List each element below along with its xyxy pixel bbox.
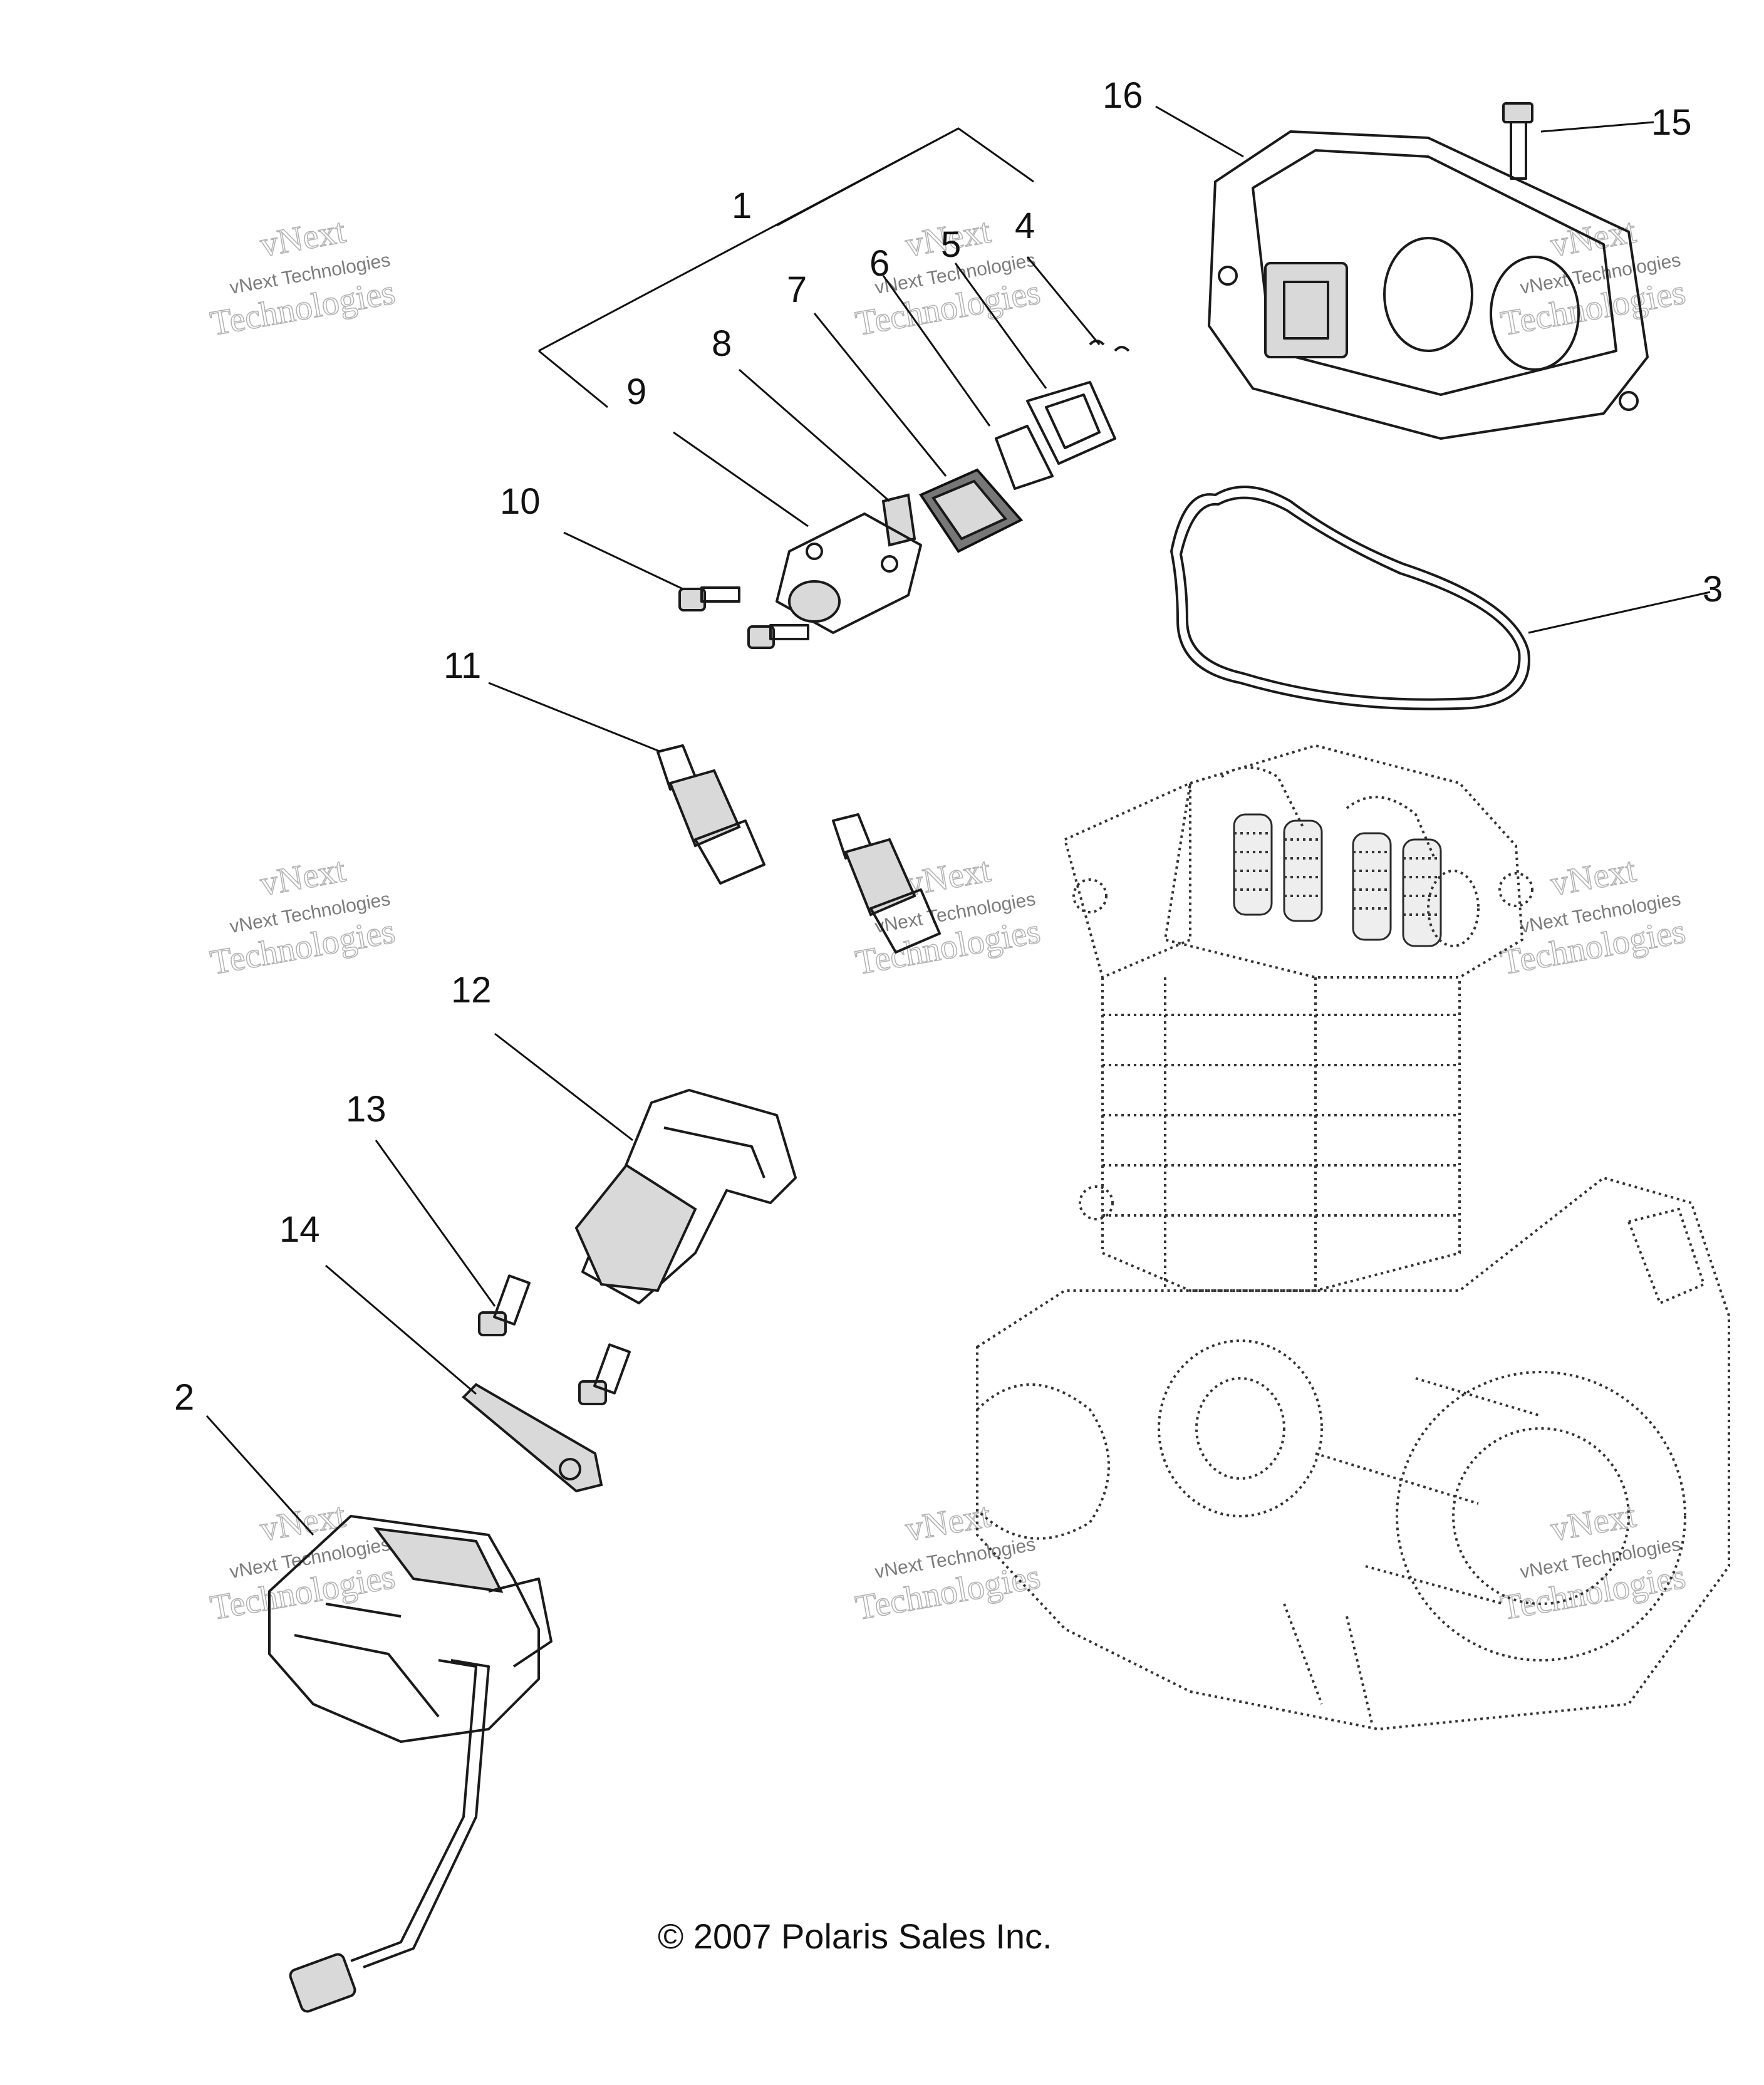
- callout-1: 1: [732, 185, 752, 226]
- watermark-vnext: vNext: [257, 211, 349, 264]
- housing-bolt: [747, 624, 809, 649]
- watermark: vNext vNext Technologies Technologies: [207, 1495, 398, 1628]
- callout-11: 11: [444, 645, 481, 686]
- callout-12: 12: [451, 970, 492, 1011]
- callout-3: 3: [1703, 569, 1723, 610]
- valve-cover-bolt: [1502, 102, 1533, 180]
- watermark: vNext vNext Technologies Technologies: [852, 1495, 1044, 1628]
- copyright-notice: © 2007 Polaris Sales Inc.: [658, 1916, 1052, 1956]
- reed-plate: [1026, 381, 1116, 465]
- watermark-vnext: vNext: [1548, 850, 1639, 903]
- callout-16: 16: [1102, 75, 1143, 116]
- watermark-vnext: vNext: [257, 850, 349, 903]
- intake-boot: [574, 1089, 797, 1304]
- boot-bolt: [578, 1343, 631, 1405]
- housing-bolt: [678, 586, 740, 611]
- valve-cover: [1208, 130, 1649, 440]
- callout-8: 8: [712, 323, 732, 364]
- reed-petal: [995, 425, 1054, 490]
- watermark-group: vNext vNext Technologies Technologies vN…: [207, 211, 1689, 1628]
- watermark: vNext vNext Technologies Technologies: [1497, 211, 1689, 344]
- leader-lines: [205, 105, 1711, 1536]
- spark-plug: [832, 813, 941, 954]
- clips: [1089, 340, 1130, 352]
- watermark: vNext vNext Technologies Technologies: [1497, 1495, 1689, 1628]
- hose-clamp: [462, 1383, 603, 1493]
- valve-cover-gasket: [1170, 486, 1530, 710]
- throttle-body: [268, 1515, 553, 2013]
- callout-10: 10: [500, 481, 541, 522]
- callout-13: 13: [346, 1089, 387, 1130]
- callout-5: 5: [941, 224, 961, 265]
- valve-housing: [776, 512, 922, 634]
- spark-plug: [656, 744, 765, 885]
- watermark: vNext vNext Technologies Technologies: [207, 211, 398, 344]
- callout-9: 9: [626, 372, 646, 412]
- callout-4: 4: [1015, 205, 1035, 246]
- callout-6: 6: [869, 243, 890, 284]
- watermark-vnext: vNext: [903, 850, 994, 903]
- valve-springs: [1233, 813, 1442, 947]
- callout-labels: 1 2 3 4 5 6 7 8 9 10 11 12 13 14 15 16: [174, 75, 1723, 1418]
- watermark: vNext vNext Technologies Technologies: [207, 850, 398, 983]
- engine-block: [976, 744, 1730, 1731]
- boot-bolt: [478, 1274, 531, 1336]
- callout-15: 15: [1651, 102, 1692, 143]
- callout-7: 7: [787, 269, 807, 310]
- callout-2: 2: [174, 1377, 194, 1418]
- seal-ring: [919, 468, 1024, 553]
- watermark-vnext: vNext: [903, 1495, 994, 1549]
- callout-14: 14: [279, 1209, 320, 1250]
- gasket-small: [881, 493, 916, 547]
